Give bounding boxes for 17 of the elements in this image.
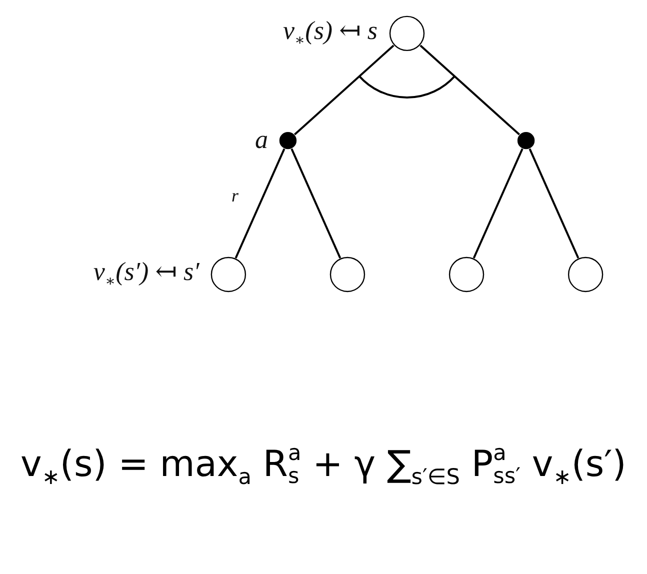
- node-circle: [210, 256, 246, 292]
- node-caption: v$_{∗}$(s′) ↤ s′: [93, 258, 200, 291]
- connector: [294, 44, 394, 136]
- connector: [420, 44, 520, 136]
- edge-label: r: [232, 187, 238, 206]
- connector: [234, 148, 286, 258]
- node-caption: a: [254, 126, 268, 155]
- node-circle: [448, 256, 484, 292]
- node-circle: [330, 256, 366, 292]
- connector: [472, 148, 524, 258]
- connector: [528, 148, 580, 258]
- node-caption: v$_{∗}$(s) ↤ s: [283, 17, 378, 50]
- node-circle: [389, 16, 425, 52]
- connector: [290, 148, 342, 258]
- node-circle: [568, 256, 604, 292]
- node-dot: [517, 132, 535, 150]
- node-dot: [279, 132, 297, 150]
